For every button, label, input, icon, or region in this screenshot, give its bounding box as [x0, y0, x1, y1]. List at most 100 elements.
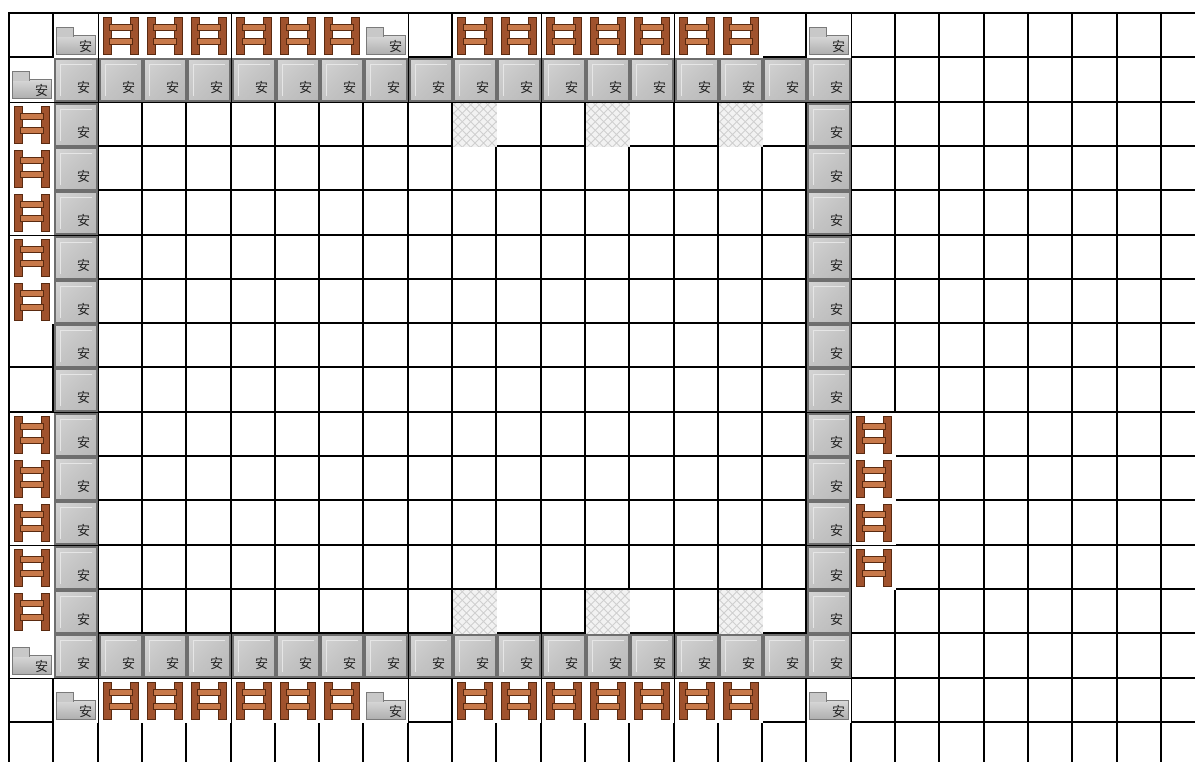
wall-block-tile[interactable]: 安 — [276, 58, 320, 102]
corner-block-tile[interactable]: 安 — [54, 679, 98, 723]
fence-tile[interactable] — [852, 457, 896, 501]
wall-block-tile[interactable]: 安 — [586, 634, 630, 678]
fence-tile[interactable] — [542, 679, 586, 723]
wall-block-tile[interactable]: 安 — [54, 191, 98, 235]
wall-block-tile[interactable]: 安 — [99, 634, 143, 678]
corner-block-tile[interactable]: 安 — [807, 679, 851, 723]
fence-tile[interactable] — [232, 679, 276, 723]
fence-tile[interactable] — [10, 280, 54, 324]
wall-block-tile[interactable]: 安 — [54, 58, 98, 102]
wall-block-tile[interactable]: 安 — [675, 58, 719, 102]
crosshatch-floor-tile[interactable] — [719, 103, 763, 147]
wall-block-tile[interactable]: 安 — [453, 58, 497, 102]
fence-tile[interactable] — [852, 546, 896, 590]
corner-block-tile[interactable]: 安 — [10, 58, 54, 102]
crosshatch-floor-tile[interactable] — [453, 590, 497, 634]
wall-block-tile[interactable]: 安 — [143, 634, 187, 678]
fence-tile[interactable] — [10, 236, 54, 280]
wall-block-tile[interactable]: 安 — [807, 590, 851, 634]
fence-tile[interactable] — [10, 590, 54, 634]
wall-block-tile[interactable]: 安 — [807, 58, 851, 102]
corner-block-tile[interactable]: 安 — [807, 14, 851, 58]
wall-block-tile[interactable]: 安 — [409, 58, 453, 102]
fence-tile[interactable] — [276, 14, 320, 58]
wall-block-tile[interactable]: 安 — [54, 413, 98, 457]
wall-block-tile[interactable]: 安 — [807, 457, 851, 501]
wall-block-tile[interactable]: 安 — [54, 236, 98, 280]
corner-block-tile[interactable]: 安 — [364, 679, 408, 723]
fence-tile[interactable] — [10, 103, 54, 147]
fence-tile[interactable] — [143, 14, 187, 58]
wall-block-tile[interactable]: 安 — [807, 546, 851, 590]
fence-tile[interactable] — [10, 457, 54, 501]
wall-block-tile[interactable]: 安 — [54, 546, 98, 590]
wall-block-tile[interactable]: 安 — [807, 501, 851, 545]
wall-block-tile[interactable]: 安 — [54, 368, 98, 412]
fence-tile[interactable] — [10, 147, 54, 191]
fence-tile[interactable] — [453, 14, 497, 58]
wall-block-tile[interactable]: 安 — [719, 634, 763, 678]
crosshatch-floor-tile[interactable] — [586, 103, 630, 147]
fence-tile[interactable] — [143, 679, 187, 723]
wall-block-tile[interactable]: 安 — [807, 103, 851, 147]
wall-block-tile[interactable]: 安 — [364, 634, 408, 678]
wall-block-tile[interactable]: 安 — [409, 634, 453, 678]
fence-tile[interactable] — [320, 14, 364, 58]
corner-block-tile[interactable]: 安 — [10, 634, 54, 678]
wall-block-tile[interactable]: 安 — [675, 634, 719, 678]
wall-block-tile[interactable]: 安 — [497, 58, 541, 102]
fence-tile[interactable] — [852, 501, 896, 545]
wall-block-tile[interactable]: 安 — [54, 457, 98, 501]
wall-block-tile[interactable]: 安 — [187, 634, 231, 678]
fence-tile[interactable] — [542, 14, 586, 58]
fence-tile[interactable] — [99, 14, 143, 58]
fence-tile[interactable] — [10, 501, 54, 545]
wall-block-tile[interactable]: 安 — [586, 58, 630, 102]
fence-tile[interactable] — [719, 679, 763, 723]
wall-block-tile[interactable]: 安 — [232, 58, 276, 102]
fence-tile[interactable] — [10, 413, 54, 457]
wall-block-tile[interactable]: 安 — [453, 634, 497, 678]
wall-block-tile[interactable]: 安 — [54, 280, 98, 324]
wall-block-tile[interactable]: 安 — [719, 58, 763, 102]
wall-block-tile[interactable]: 安 — [807, 191, 851, 235]
wall-block-tile[interactable]: 安 — [54, 501, 98, 545]
wall-block-tile[interactable]: 安 — [54, 103, 98, 147]
wall-block-tile[interactable]: 安 — [54, 634, 98, 678]
wall-block-tile[interactable]: 安 — [807, 280, 851, 324]
fence-tile[interactable] — [675, 679, 719, 723]
wall-block-tile[interactable]: 安 — [54, 324, 98, 368]
corner-block-tile[interactable]: 安 — [54, 14, 98, 58]
fence-tile[interactable] — [586, 14, 630, 58]
fence-tile[interactable] — [99, 679, 143, 723]
fence-tile[interactable] — [675, 14, 719, 58]
fence-tile[interactable] — [719, 14, 763, 58]
fence-tile[interactable] — [276, 679, 320, 723]
wall-block-tile[interactable]: 安 — [630, 58, 674, 102]
wall-block-tile[interactable]: 安 — [143, 58, 187, 102]
crosshatch-floor-tile[interactable] — [453, 103, 497, 147]
fence-tile[interactable] — [10, 546, 54, 590]
wall-block-tile[interactable]: 安 — [187, 58, 231, 102]
wall-block-tile[interactable]: 安 — [54, 590, 98, 634]
wall-block-tile[interactable]: 安 — [320, 634, 364, 678]
wall-block-tile[interactable]: 安 — [320, 58, 364, 102]
wall-block-tile[interactable]: 安 — [807, 413, 851, 457]
fence-tile[interactable] — [586, 679, 630, 723]
crosshatch-floor-tile[interactable] — [586, 590, 630, 634]
wall-block-tile[interactable]: 安 — [807, 368, 851, 412]
wall-block-tile[interactable]: 安 — [807, 236, 851, 280]
wall-block-tile[interactable]: 安 — [763, 58, 807, 102]
wall-block-tile[interactable]: 安 — [99, 58, 143, 102]
fence-tile[interactable] — [497, 679, 541, 723]
wall-block-tile[interactable]: 安 — [497, 634, 541, 678]
wall-block-tile[interactable]: 安 — [364, 58, 408, 102]
wall-block-tile[interactable]: 安 — [232, 634, 276, 678]
wall-block-tile[interactable]: 安 — [807, 634, 851, 678]
wall-block-tile[interactable]: 安 — [542, 634, 586, 678]
wall-block-tile[interactable]: 安 — [807, 147, 851, 191]
corner-block-tile[interactable]: 安 — [364, 14, 408, 58]
fence-tile[interactable] — [852, 413, 896, 457]
fence-tile[interactable] — [10, 191, 54, 235]
